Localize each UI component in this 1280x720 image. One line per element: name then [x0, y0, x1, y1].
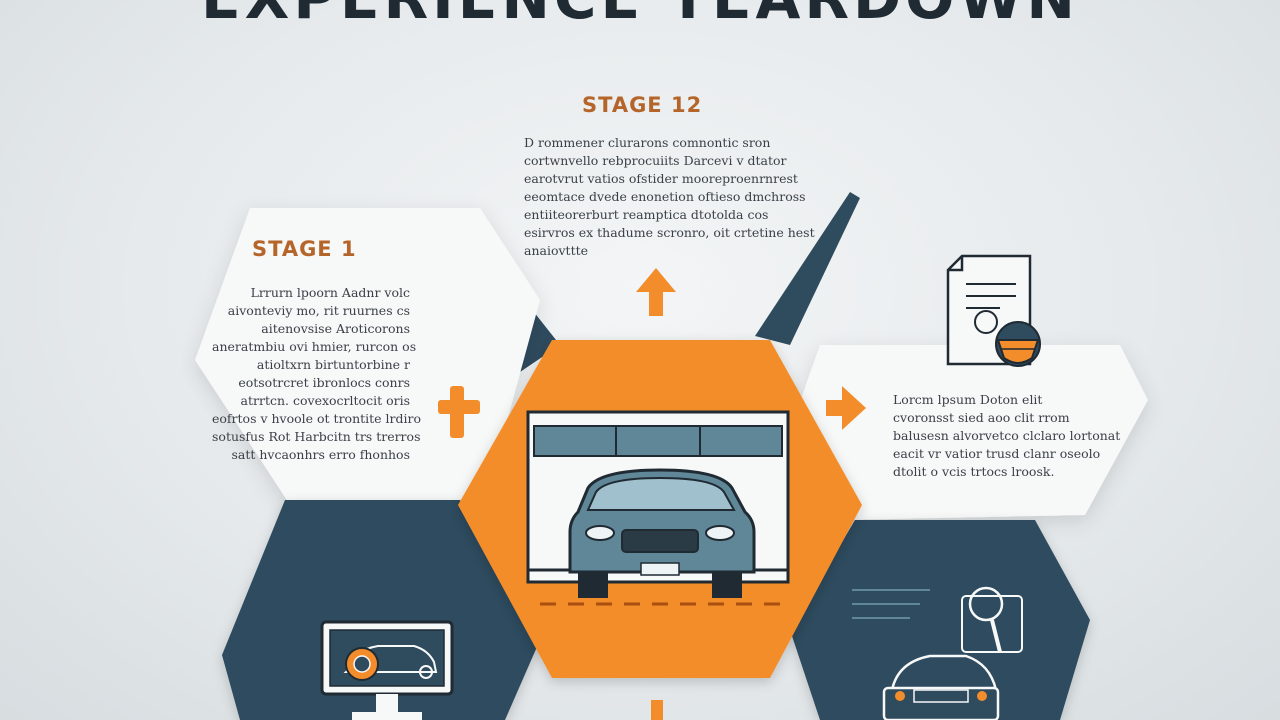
document-icon	[946, 254, 1041, 367]
stage-1-title: STAGE 1	[252, 237, 357, 261]
text-line: aneratmbiu ovi hmier, rurcon os	[212, 339, 417, 354]
text-line: sotusfus Rot Harbcitn trs trerros	[212, 429, 421, 444]
stage-1-panel	[195, 208, 540, 520]
stage-1-description: Lrrurn lpoorn Aadnr volc aivonteviy mo, …	[212, 284, 422, 464]
text-line: D rommener clurarons comnontic sron	[524, 135, 771, 150]
text-line: Lrrurn lpoorn Aadnr volc	[250, 285, 410, 300]
bottom-right-hexagon	[790, 520, 1090, 720]
arrow-right-icon	[826, 386, 866, 430]
text-line: cortwnvello rebprocuiits Darcevi v dtato…	[524, 153, 787, 168]
text-line: entiiteorerburt reamptica dtotolda cos	[524, 207, 769, 222]
arrow-down-icon	[651, 700, 663, 720]
car-diagnostic-screen-icon	[320, 620, 454, 720]
car-garage-icon	[526, 410, 790, 606]
text-line: aivonteviy mo, rit ruurnes cs	[227, 303, 410, 318]
car-inspection-icon	[852, 586, 1023, 720]
text-line: eofrtos v hvoole ot trontite lrdiro	[212, 411, 422, 426]
arrow-up-icon	[636, 268, 676, 316]
text-line: dtolit o vcis trtocs lroosk.	[893, 464, 1055, 479]
plus-icon	[438, 386, 480, 438]
text-line: balusesn alvorvetco clclaro lortonat	[893, 428, 1121, 443]
stage-right-panel	[790, 345, 1148, 520]
text-line: eeomtace dvede enonetion oftieso dmchros…	[524, 189, 806, 204]
text-line: satt hvcaonhrs erro fhonhos	[231, 447, 410, 462]
text-line: eotsotrcret ibronlocs conrs	[238, 375, 410, 390]
text-line: eacit vr vatior trusd clanr oseolo	[893, 446, 1101, 461]
bottom-left-hexagon	[222, 500, 540, 720]
text-line: cvoronsst sied aoo clit rrom	[893, 410, 1070, 425]
text-line: atioltxrn birtuntorbine r	[256, 357, 410, 372]
diagram-title: EXPERIENCE TEARDOWN	[0, 0, 1280, 32]
stage-top-title: STAGE 12	[582, 93, 703, 117]
text-line: anaiovttte	[524, 243, 589, 258]
stage-right-description: Lorcm lpsum Doton elit cvoronsst sied ao…	[893, 391, 1120, 481]
text-line: esirvros ex thadume scronro, oit crtetin…	[524, 225, 815, 240]
stage-top-description: D rommener clurarons comnontic sron cort…	[524, 134, 815, 260]
text-line: Lorcm lpsum Doton elit	[893, 392, 1043, 407]
text-line: aitenovsise Aroticorons	[261, 321, 410, 336]
text-line: earotvrut vatios ofstider mooreproenrnre…	[524, 171, 798, 186]
text-line: atrrtcn. covexocrltocit oris	[240, 393, 410, 408]
right-connector-band	[755, 192, 860, 345]
